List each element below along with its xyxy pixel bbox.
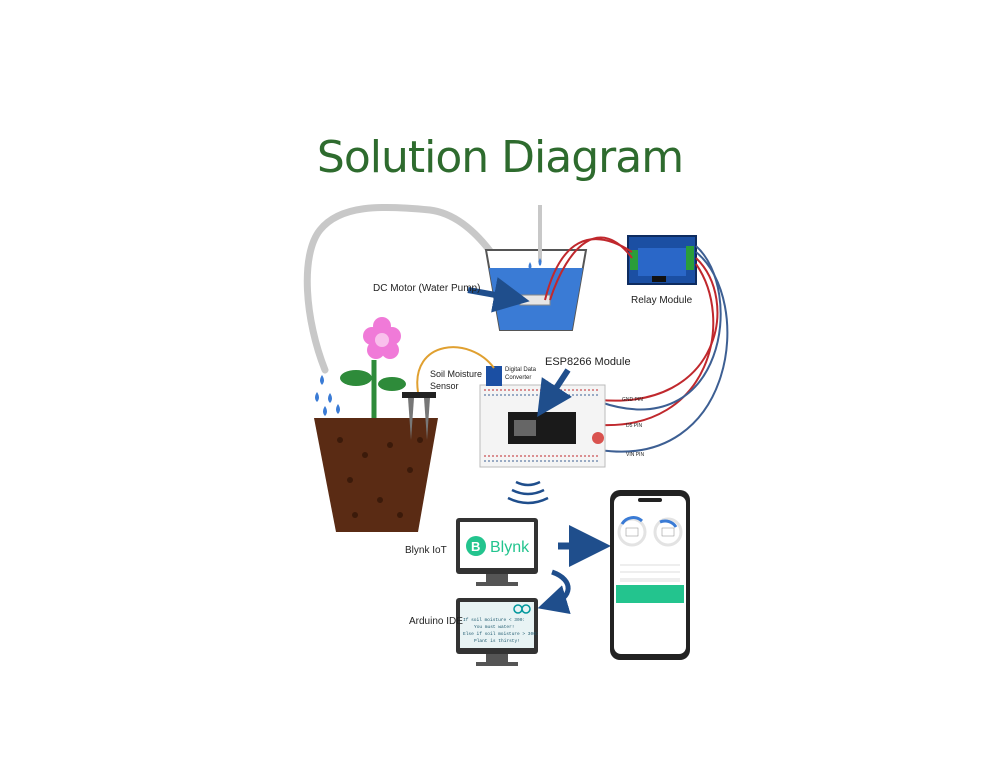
wires [544,236,729,453]
data-converter [486,366,502,386]
breadboard [479,384,606,468]
code-line-2: You must water! [474,624,515,630]
relay-module [627,235,697,285]
sensor-wire [416,346,495,393]
esp-label: ESP8266 Module [545,356,631,368]
esp-arrow [537,368,572,418]
arduino-logo-icon [513,604,531,614]
flower [340,317,406,418]
water-drops [315,375,340,416]
soil-label-2: Sensor [430,381,459,391]
smartphone [610,490,690,660]
water-container [484,205,588,331]
code-line-3: Else if soil moisture > 300: [463,631,539,637]
water-tube [303,203,524,374]
arduino-monitor: If soil moisture < 300: You must water! … [456,598,539,666]
plant-pot [314,418,438,532]
converter-label-2: Converter [505,375,531,381]
pump-arrow [467,277,530,313]
vin-pin-label: VIN PIN [626,452,644,458]
phone-status-bar [616,585,684,603]
pump-label: DC Motor (Water Pump) [373,283,480,294]
diagram-title: Solution Diagram [316,132,684,183]
converter-label-1: Digital Data [505,367,537,373]
d5-pin-label: D5 PIN [626,423,643,429]
code-line-1: If soil moisture < 300: [463,617,525,623]
gnd-pin-label: GND PIN [622,397,643,403]
blynk-monitor: B Blynk [456,518,538,586]
blynk-logo-word: Blynk [490,539,530,556]
blynk-logo-letter: B [471,539,480,554]
relay-label: Relay Module [631,295,693,306]
soil-label-1: Soil Moisture [430,369,482,379]
wifi-signal-icon [507,480,549,505]
soil-sensor [402,392,436,440]
arduino-ide-label: Arduino IDE [409,616,463,627]
curved-arrow [537,569,571,615]
code-line-4: Plant is thirsty! [474,638,520,644]
blynk-iot-label: Blynk IoT [405,545,447,556]
